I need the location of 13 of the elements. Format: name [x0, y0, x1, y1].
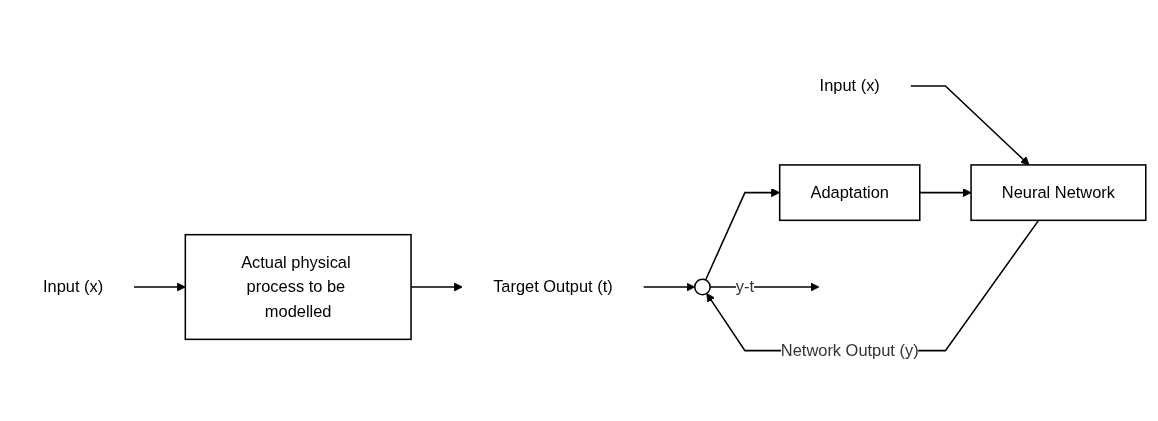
node-text: Input (x)	[819, 76, 880, 95]
node-box: Actual physical process to be modelled	[184, 233, 412, 341]
edge-label: Network Output (y)	[780, 341, 919, 359]
node-text: Target Output (t)	[493, 277, 613, 296]
node-box: Neural Network	[970, 164, 1147, 221]
node-text: Input (x)	[43, 277, 104, 296]
arrow	[642, 282, 696, 292]
node-circle	[694, 278, 711, 296]
arrow	[919, 188, 972, 198]
node-box: Adaptation	[778, 164, 921, 221]
arrow	[133, 282, 186, 292]
arrow	[909, 85, 1030, 166]
edge-label: y-t	[735, 277, 755, 296]
